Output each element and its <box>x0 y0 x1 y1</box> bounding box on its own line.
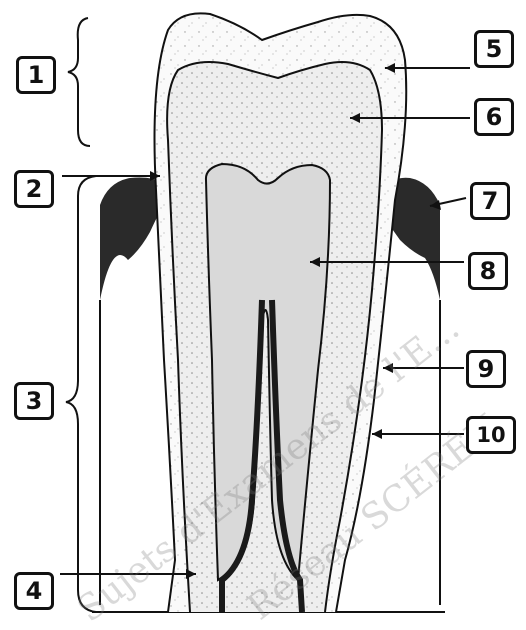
label-8: 8 <box>468 252 508 290</box>
label-6-text: 6 <box>477 101 511 133</box>
label-9-text: 9 <box>469 353 503 385</box>
label-5: 5 <box>474 30 514 68</box>
label-1-text: 1 <box>19 59 53 91</box>
label-8-text: 8 <box>471 255 505 287</box>
bracket-crown <box>68 18 90 146</box>
label-4-text: 4 <box>17 575 51 607</box>
label-10-text: 10 <box>469 419 513 451</box>
label-9: 9 <box>466 350 506 388</box>
label-2: 2 <box>14 170 54 208</box>
label-7: 7 <box>470 182 510 220</box>
arrow-head-9 <box>383 363 393 373</box>
label-3: 3 <box>14 382 54 420</box>
bracket-root <box>66 176 96 612</box>
label-1: 1 <box>16 56 56 94</box>
arrow-head-10 <box>372 429 382 439</box>
label-3-text: 3 <box>17 385 51 417</box>
label-10: 10 <box>466 416 516 454</box>
label-2-text: 2 <box>17 173 51 205</box>
label-4: 4 <box>14 572 54 610</box>
label-5-text: 5 <box>477 33 511 65</box>
label-6: 6 <box>474 98 514 136</box>
label-7-text: 7 <box>473 185 507 217</box>
